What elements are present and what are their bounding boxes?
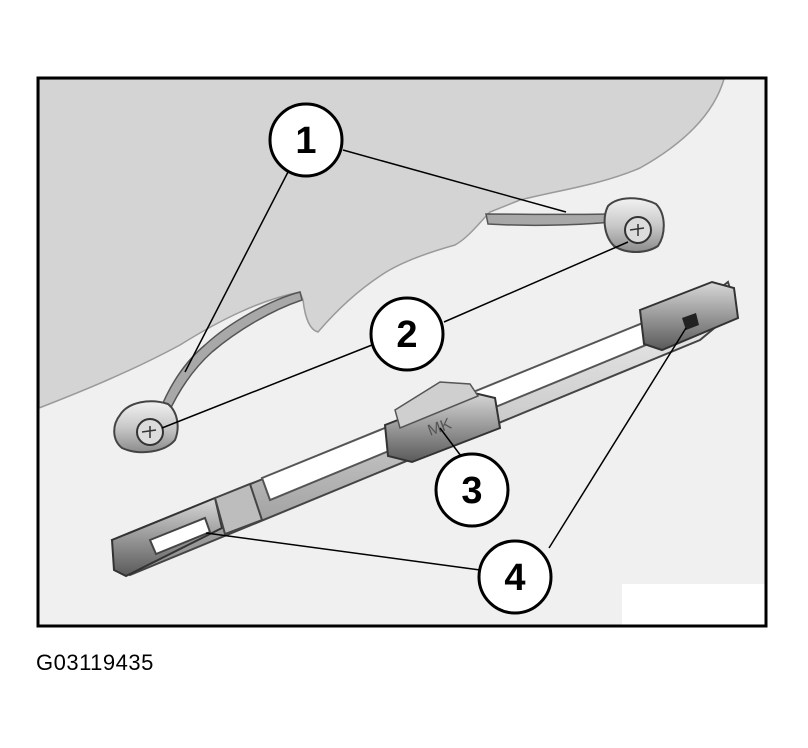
frame-notch bbox=[622, 584, 766, 626]
callout-2: 2 bbox=[369, 296, 445, 372]
clip-right bbox=[603, 197, 665, 253]
clip-left bbox=[113, 400, 179, 454]
seal-strip-right bbox=[485, 213, 614, 227]
callout-3: 3 bbox=[434, 452, 510, 528]
frame-border bbox=[36, 76, 768, 628]
leader-lines bbox=[161, 149, 687, 571]
callout-1-number: 1 bbox=[295, 120, 316, 162]
callout-4-number: 4 bbox=[504, 557, 525, 599]
rail-bar: MK bbox=[110, 280, 740, 578]
body-panel bbox=[38, 78, 725, 410]
callout-2-number: 2 bbox=[396, 314, 417, 356]
callout-4: 4 bbox=[477, 539, 553, 615]
figure-code: G03119435 bbox=[36, 650, 154, 675]
callout-1: 1 bbox=[268, 102, 344, 178]
callout-3-number: 3 bbox=[461, 470, 482, 512]
